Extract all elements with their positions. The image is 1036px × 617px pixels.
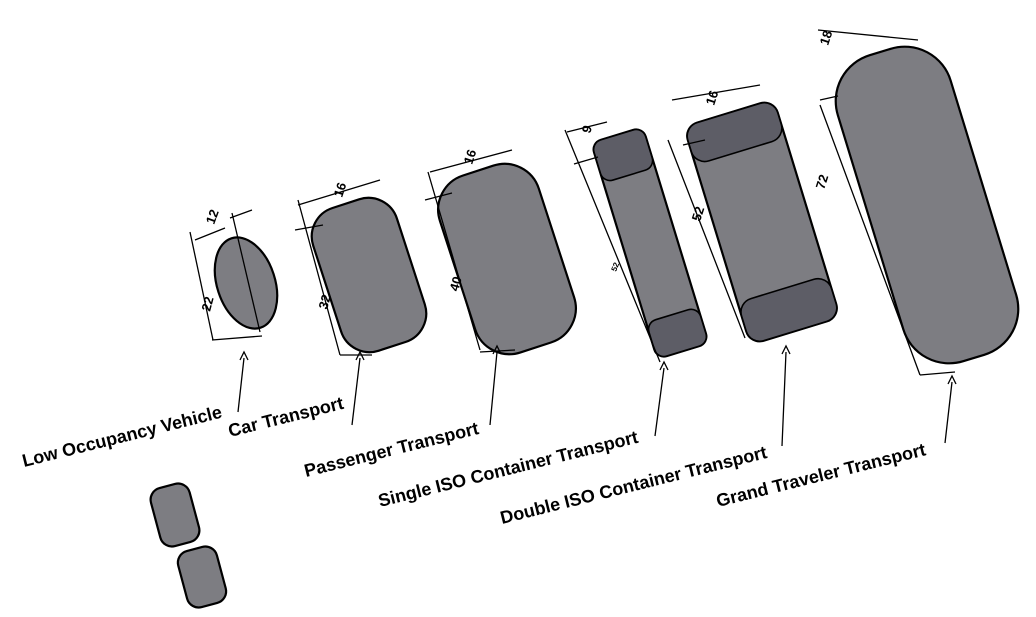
vehicle-shape	[310, 196, 428, 354]
length-dimension: 22	[198, 295, 216, 313]
vehicle-low-occupancy: 12 22	[189, 207, 279, 341]
dimension-lines	[189, 209, 263, 341]
dimension-lines	[294, 179, 381, 356]
width-dimension: 16	[703, 89, 722, 107]
rear-cap	[740, 277, 838, 343]
leader-arrows	[237, 344, 957, 447]
label-car-transport: Car Transport	[226, 393, 345, 441]
vehicle-double-iso: 16 52	[667, 84, 838, 343]
vehicle-shape	[834, 45, 1020, 365]
vehicle-car-transport: 16 32	[294, 179, 428, 356]
dimension-lines	[564, 121, 661, 363]
front-cap	[686, 101, 783, 163]
length-dimension: 32	[315, 293, 333, 311]
pod-shape	[149, 482, 201, 548]
length-dimension: 40	[446, 275, 464, 293]
small-pods	[149, 482, 228, 609]
width-dimension: 16	[461, 148, 480, 166]
width-dimension: 16	[331, 181, 350, 199]
width-dimension: 18	[817, 29, 836, 47]
width-dimension: 12	[203, 207, 222, 226]
length-dimension: 52	[689, 205, 708, 223]
width-dimension: 9	[579, 123, 596, 135]
length-dimension: 52	[610, 261, 622, 273]
vehicle-grand-traveler: 18 72	[813, 29, 1020, 376]
dimension-lines	[667, 84, 761, 339]
front-cap	[592, 128, 654, 182]
dimension-lines	[817, 29, 956, 376]
vehicle-shape	[437, 162, 577, 356]
label-low-occupancy-vehicle: Low Occupancy Vehicle	[20, 402, 224, 471]
length-dimension: 72	[813, 173, 832, 191]
vehicle-single-iso: 9 52	[564, 121, 708, 363]
vehicle-shape	[213, 236, 279, 330]
pod-shape	[176, 545, 228, 609]
vehicle-passenger-transport: 16 40	[424, 148, 577, 356]
dimension-lines	[424, 149, 516, 353]
